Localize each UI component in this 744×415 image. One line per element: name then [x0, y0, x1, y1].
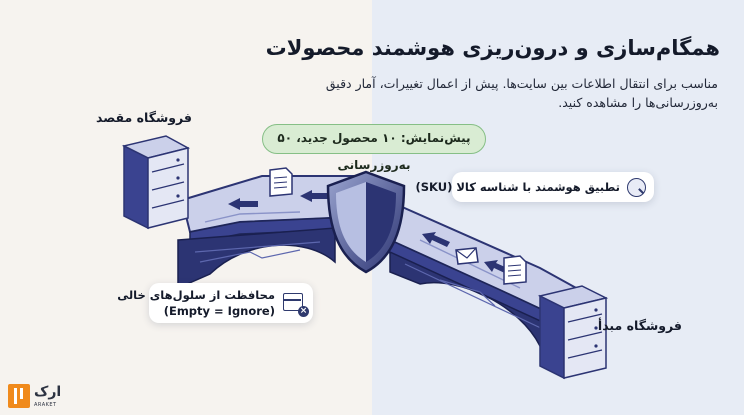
- shield-icon: [326, 170, 406, 274]
- destination-store-label: فروشگاه مقصد: [96, 110, 192, 125]
- arrow-left-icon: [300, 190, 330, 202]
- sku-match-callout: تطبیق هوشمند با شناسه کالا (SKU): [415, 172, 654, 202]
- document-icon: [269, 167, 293, 197]
- logo-tagline: ARAKET: [34, 402, 57, 408]
- page-description: مناسب برای انتقال اطلاعات بین سایت‌ها. پ…: [325, 76, 718, 110]
- envelope-icon: [455, 247, 479, 265]
- server-icon: [537, 285, 609, 380]
- page-title: همگام‌سازی و درون‌ریزی هوشمند محصولات: [265, 36, 720, 60]
- preview-badge: پیش‌نمایش: ۱۰ محصول جدید، ۵۰ به‌روزرسانی: [262, 124, 486, 172]
- source-store-label: فروشگاه مبدأ: [597, 318, 682, 333]
- logo-wordmark: ارک: [34, 384, 62, 400]
- empty-cells-subtitle: (Empty = Ignore): [163, 304, 275, 318]
- document-icon: [503, 255, 527, 285]
- arrow-left-icon: [422, 232, 450, 247]
- search-icon: [627, 178, 646, 197]
- server-icon: [121, 135, 191, 230]
- logo-mark-icon: [8, 384, 30, 408]
- sku-match-text: تطبیق هوشمند با شناسه کالا (SKU): [415, 180, 620, 194]
- empty-cells-title: محافظت از سلول‌های خالی: [117, 288, 275, 302]
- table-cell-ignore-icon: [283, 293, 309, 317]
- empty-cells-callout: محافظت از سلول‌های خالی (Empty = Ignore): [117, 283, 313, 323]
- bridge-arch-left: [177, 227, 336, 290]
- arrow-left-icon: [228, 198, 258, 210]
